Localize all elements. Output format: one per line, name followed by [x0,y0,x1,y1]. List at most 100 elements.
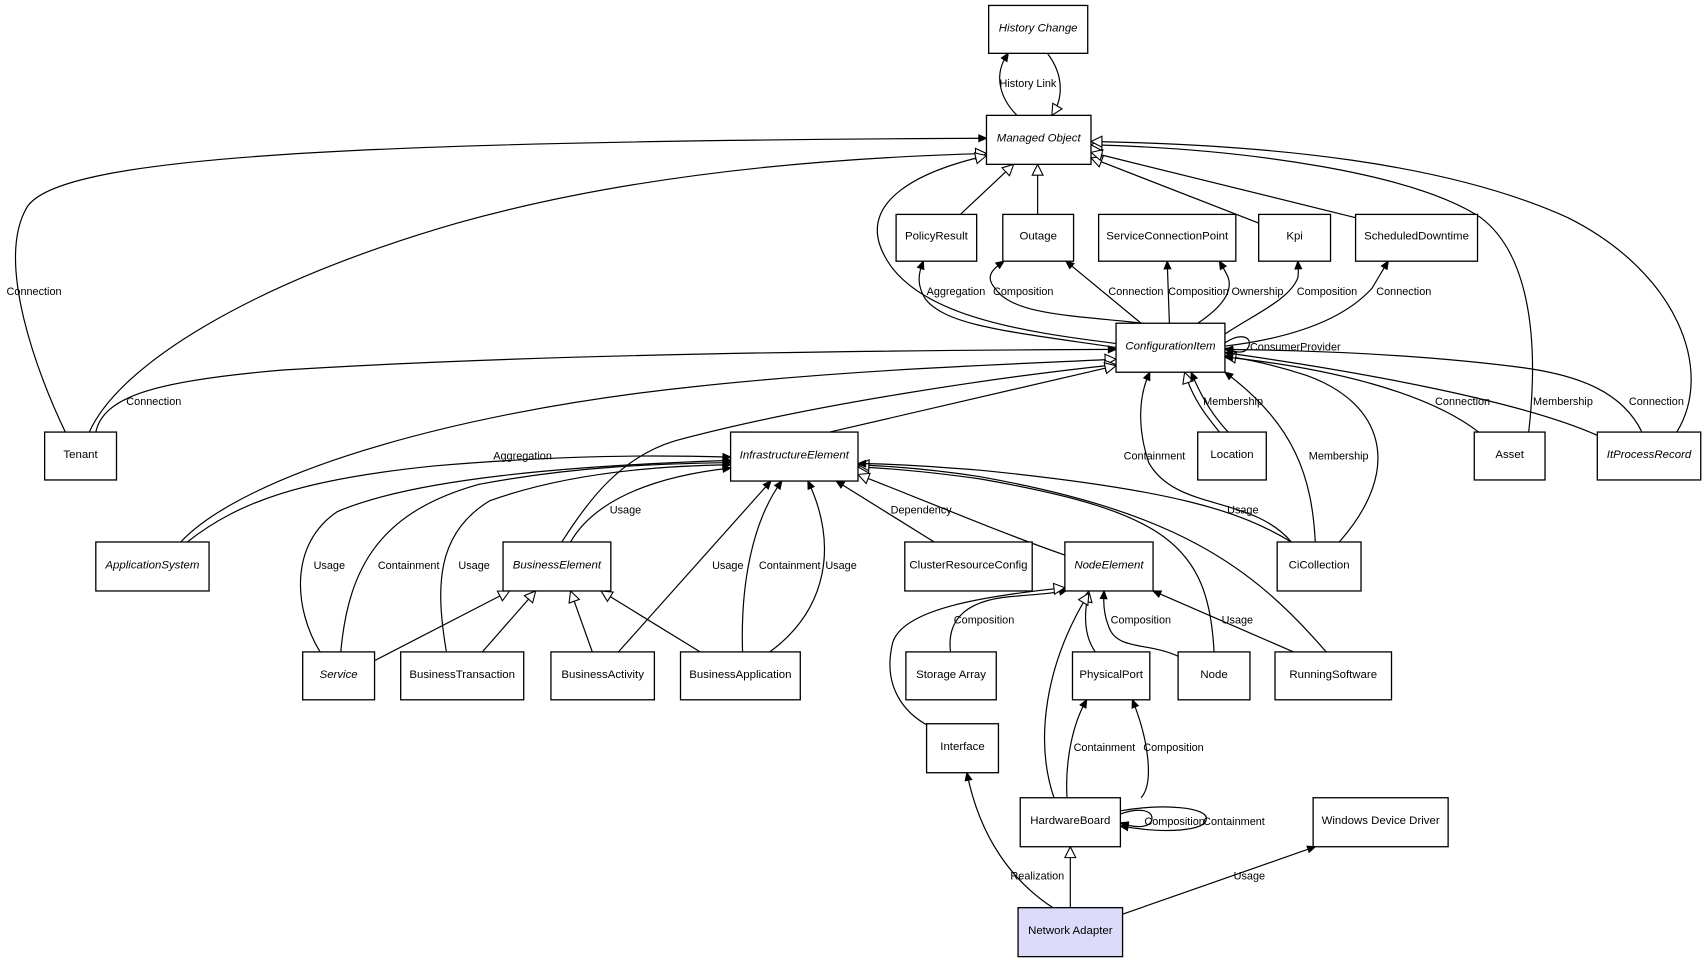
class-box[interactable] [1115,322,1226,373]
class-node-node-element[interactable]: NodeElement [1064,541,1154,592]
generalization-line [857,464,1327,653]
class-box[interactable] [679,651,801,701]
class-node-business-activity[interactable]: BusinessActivity [550,651,656,701]
edge-hardware-board-to-hardware-board [1119,806,1208,832]
class-box[interactable] [1258,213,1332,262]
class-box[interactable] [1354,213,1479,262]
generalization-line [876,155,1120,345]
class-node-application-system[interactable]: ApplicationSystem [95,541,210,592]
class-box[interactable] [1197,431,1267,481]
class-name: Location [1210,449,1253,461]
class-box[interactable] [1473,431,1546,481]
association-arrowhead-icon [1218,259,1228,271]
class-box[interactable] [987,4,1089,54]
class-node-location[interactable]: Location [1197,431,1267,481]
generalization-line [561,363,1117,543]
edge-label: Realization [1010,870,1064,882]
class-box[interactable] [985,114,1092,165]
association-line [186,455,731,543]
edge-hardware-board-to-physical-port [1066,698,1088,798]
edge-label: Connection [1629,396,1684,408]
class-node-interface[interactable]: Interface [925,723,1000,774]
class-node-business-element[interactable]: BusinessElement [502,541,612,592]
class-node-kpi[interactable]: Kpi [1258,213,1332,262]
generalization-line [1090,157,1259,224]
class-box[interactable] [904,541,1033,592]
class-box[interactable] [895,213,978,262]
class-node-business-application[interactable]: BusinessApplication [679,651,801,701]
class-box[interactable] [1596,431,1702,481]
class-node-history-change[interactable]: History Change [987,4,1089,54]
class-node-scheduled-downtime[interactable]: ScheduledDowntime [1354,213,1479,262]
edge-label: Connection [1108,286,1163,298]
class-box[interactable] [502,541,612,592]
class-node-service-connection-point[interactable]: ServiceConnectionPoint [1097,213,1237,262]
class-box[interactable] [1097,213,1237,262]
association-line [1224,371,1316,543]
class-box[interactable] [925,723,1000,774]
class-box[interactable] [905,651,997,701]
generalization-arrowhead-icon [1063,845,1077,859]
generalization-arrowhead-icon [973,152,988,165]
class-node-cluster-resource-config[interactable]: ClusterResourceConfig [904,541,1033,592]
association-line [1224,260,1389,347]
association-line [1120,806,1208,832]
class-node-node[interactable]: Node [1177,651,1251,701]
class-node-running-software[interactable]: RunningSoftware [1274,651,1393,701]
generalization-arrowhead-icon [599,590,615,603]
class-node-managed-object[interactable]: Managed Object [985,114,1092,165]
class-name: ServiceConnectionPoint [1106,231,1229,243]
class-node-infrastructure-element[interactable]: InfrastructureElement [729,431,859,482]
edge-label: Usage [712,560,743,572]
class-box[interactable] [95,541,210,592]
edge-node-element-to-infrastructure-element [856,472,1066,556]
edge-label: Composition [993,286,1053,298]
class-box[interactable] [43,431,118,481]
class-node-network-adapter[interactable]: Network Adapter [1017,907,1124,958]
class-box[interactable] [1019,797,1122,848]
class-box[interactable] [1017,907,1124,958]
generalization-line [889,587,1065,727]
class-box[interactable] [1177,651,1251,701]
class-box[interactable] [1274,651,1393,701]
class-box[interactable] [1312,797,1449,848]
class-box[interactable] [302,651,376,701]
class-name: HardwareBoard [1030,815,1110,827]
class-node-service[interactable]: Service [302,651,376,701]
class-box[interactable] [1064,541,1154,592]
class-box[interactable] [400,651,525,701]
class-box[interactable] [1276,541,1362,592]
class-node-tenant[interactable]: Tenant [43,431,118,481]
class-node-hardware-board[interactable]: HardwareBoard [1019,797,1122,848]
class-name: NodeElement [1074,559,1144,571]
edge-history-change-to-managed-object [1046,52,1064,117]
class-box[interactable] [1002,213,1075,262]
class-box[interactable] [1071,651,1151,701]
class-node-it-process-record[interactable]: ItProcessRecord [1596,431,1702,481]
association-arrowhead-icon [978,134,988,143]
class-node-business-transaction[interactable]: BusinessTransaction [400,651,525,701]
class-node-windows-device-driver[interactable]: Windows Device Driver [1312,797,1449,848]
edge-kpi-to-managed-object [1089,156,1259,224]
edges-layer [14,52,1692,915]
class-node-configuration-item[interactable]: ConfigurationItem [1115,322,1226,373]
edge-it-process-record-to-configuration-item [1223,349,1598,436]
edge-it-process-record-to-configuration-item [1223,345,1643,433]
class-node-policy-result[interactable]: PolicyResult [895,213,978,262]
class-box[interactable] [550,651,656,701]
edge-label: Composition [1111,615,1171,627]
class-node-outage[interactable]: Outage [1002,213,1075,262]
edge-scheduled-downtime-to-managed-object [1089,148,1356,219]
class-node-ci-collection[interactable]: CiCollection [1276,541,1362,592]
association-arrowhead-icon [762,480,772,490]
class-node-asset[interactable]: Asset [1473,431,1546,481]
association-line [440,464,731,653]
class-box[interactable] [729,431,859,482]
association-line [769,480,825,653]
class-node-storage-array[interactable]: Storage Array [905,651,997,701]
association-arrowhead-icon [964,771,973,782]
class-name: Outage [1019,231,1056,243]
class-node-physical-port[interactable]: PhysicalPort [1071,651,1151,701]
